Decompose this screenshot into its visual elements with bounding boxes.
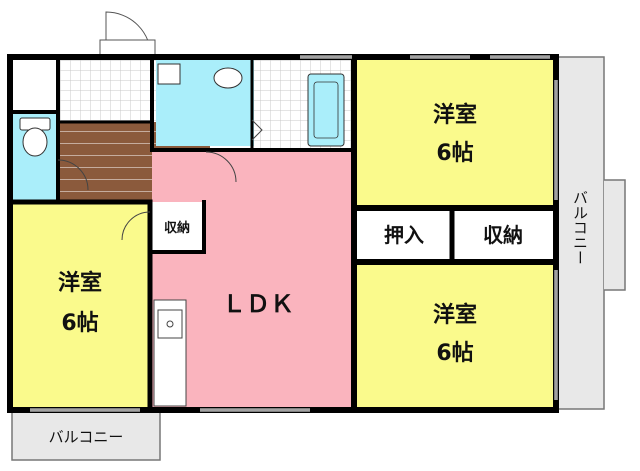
western-room-lower-right-size: 6帖	[436, 341, 473, 366]
western-room-lower-right-name: 洋室	[433, 302, 477, 328]
storage-center-fill	[452, 208, 554, 262]
balcony-right-bump	[604, 179, 626, 291]
washer-space	[157, 63, 181, 85]
window-lines	[30, 56, 557, 411]
genkan-tile	[58, 60, 156, 122]
storage-center-label: 収納	[483, 223, 523, 247]
storage-small-label: 収納	[164, 220, 190, 236]
western-room-upper-right-name: 洋室	[433, 102, 477, 128]
western-room-upper-right-fill	[356, 60, 554, 208]
oshiire-fill	[356, 208, 452, 262]
sink-drain	[166, 320, 174, 328]
western-room-left-fill	[12, 202, 150, 408]
balcony-right-label: バルコニー	[571, 190, 589, 265]
ldk-label: ＬＤＫ	[222, 290, 294, 318]
western-room-upper-right-size: 6帖	[436, 141, 473, 166]
closet-top-left	[12, 60, 58, 112]
doors	[57, 119, 263, 241]
western-room-left-name: 洋室	[58, 270, 102, 296]
western-room-left-size: 6帖	[61, 311, 98, 336]
storage-small-fill-restore	[152, 202, 202, 252]
bathtub-inner	[313, 81, 339, 139]
balcony-bottom-label: バルコニー	[49, 428, 124, 446]
western-room-lower-right-fill	[356, 262, 554, 408]
toilet-bowl	[22, 127, 48, 157]
washbasin	[213, 67, 243, 89]
oshiire-label: 押入	[384, 223, 424, 247]
balcony-right	[555, 56, 605, 410]
kitchen-sink	[157, 309, 183, 339]
balcony-bottom	[11, 411, 161, 461]
